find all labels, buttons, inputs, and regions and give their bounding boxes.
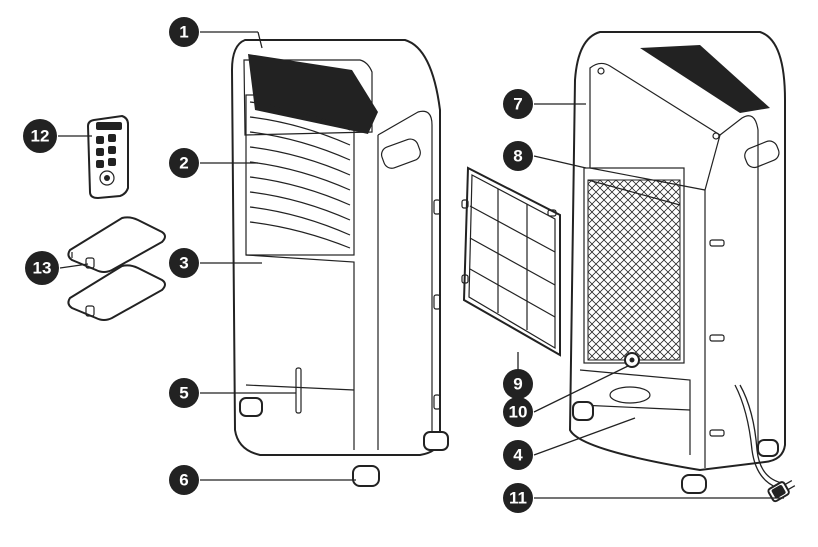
svg-text:11: 11 xyxy=(509,489,527,508)
svg-text:13: 13 xyxy=(33,259,52,278)
callout-12: 12 xyxy=(23,119,57,153)
air-filter xyxy=(461,166,561,357)
rear-control-panel xyxy=(640,45,770,113)
svg-text:3: 3 xyxy=(179,254,188,273)
callout-2: 2 xyxy=(169,148,199,178)
water-level-window xyxy=(295,367,302,414)
svg-text:2: 2 xyxy=(179,154,188,173)
callout-8: 8 xyxy=(503,141,533,171)
callout-6: 6 xyxy=(169,465,199,495)
callout-10: 10 xyxy=(503,397,533,427)
callout-13: 13 xyxy=(25,251,59,285)
louver-grille xyxy=(245,94,355,256)
front-unit xyxy=(230,39,449,487)
svg-text:5: 5 xyxy=(179,384,188,403)
rear-unit xyxy=(568,31,796,503)
remote-control xyxy=(86,114,129,200)
svg-text:9: 9 xyxy=(513,375,522,394)
callout-5: 5 xyxy=(169,378,199,408)
front-wheels xyxy=(239,397,449,487)
svg-text:6: 6 xyxy=(179,471,188,490)
callout-1: 1 xyxy=(169,17,199,47)
callout-4: 4 xyxy=(503,440,533,470)
svg-text:4: 4 xyxy=(513,446,523,465)
callout-3: 3 xyxy=(169,248,199,278)
callout-9: 9 xyxy=(503,369,533,399)
callout-7: 7 xyxy=(503,89,533,119)
side-handle xyxy=(380,138,421,169)
svg-text:1: 1 xyxy=(179,23,188,42)
svg-text:7: 7 xyxy=(513,95,522,114)
callout-11: 11 xyxy=(503,483,533,513)
tank-handle xyxy=(609,386,651,404)
control-panel xyxy=(248,54,378,134)
svg-text:10: 10 xyxy=(509,403,528,422)
svg-text:12: 12 xyxy=(31,127,50,146)
ice-packs xyxy=(67,216,166,321)
honeycomb-pad xyxy=(583,167,685,364)
svg-text:8: 8 xyxy=(513,147,522,166)
leader-lines xyxy=(58,31,784,499)
